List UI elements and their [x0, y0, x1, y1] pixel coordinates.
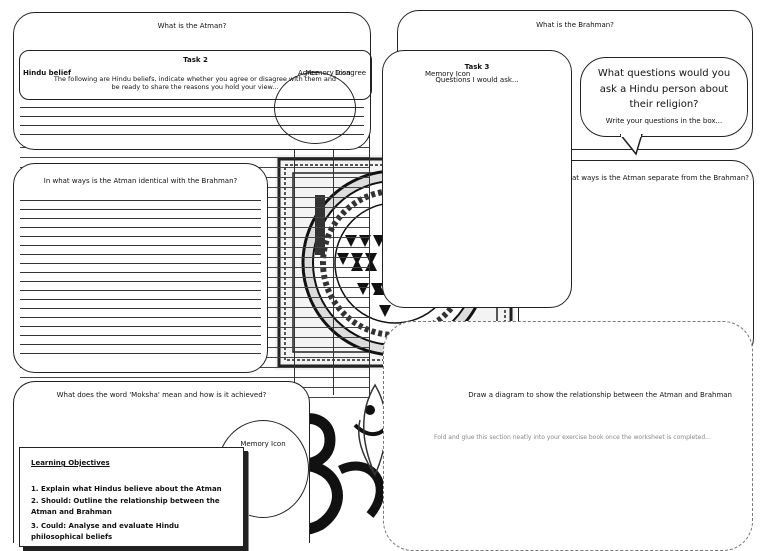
task2-title: Task 2 [183, 56, 208, 64]
learning-objective-2: 2. Should: Outline the relationship betw… [31, 497, 220, 517]
identical-box[interactable]: In what ways is the Atman identical with… [13, 163, 268, 373]
speech-bubble[interactable]: What questions would you ask a Hindu per… [580, 57, 748, 137]
memory-icon-label: Memory Icon [240, 440, 286, 448]
identical-title: In what ways is the Atman identical with… [43, 177, 238, 185]
identical-writing-lines [20, 192, 261, 362]
speech-bubble-tail [620, 134, 643, 156]
task3-title: Task 3 [464, 63, 490, 71]
learning-objectives-box: Learning Objectives 1. Explain what Hind… [19, 447, 244, 547]
task2-memory-icon-circle [274, 72, 356, 144]
task2-instructions: The following are Hindu beliefs, indicat… [53, 75, 337, 92]
task2-col-belief: Hindu belief [23, 69, 72, 77]
atman-title: What is the Atman? [157, 22, 227, 30]
learning-objectives-heading: Learning Objectives [31, 459, 110, 467]
table-column-divider [333, 60, 334, 395]
task3-memory-icon-label: Memory Icon [425, 70, 471, 78]
table-column-divider [369, 60, 370, 395]
task3-box[interactable]: Task 3 Memory Icon Questions I would ask… [382, 50, 572, 308]
moksha-title: What does the word 'Moksha' mean and how… [56, 391, 267, 399]
task3-subtitle: Questions I would ask... [435, 76, 519, 84]
table-column-divider [294, 60, 295, 395]
learning-objective-1: 1. Explain what Hindus believe about the… [31, 485, 222, 493]
diagram-title: Draw a diagram to show the relationship … [468, 391, 732, 399]
task2-col-disagree: Disagree [335, 69, 367, 77]
learning-objective-3: 3. Could: Analyse and evaluate Hindu phi… [31, 522, 180, 542]
speech-bubble-question: What questions would you ask a Hindu per… [597, 68, 731, 110]
brahman-title: What is the Brahman? [536, 21, 614, 29]
diagram-box[interactable]: Draw a diagram to show the relationship … [383, 321, 753, 551]
speech-bubble-instruction: Write your questions in the box... [605, 117, 723, 125]
diagram-note: Fold and glue this section neatly into y… [434, 434, 711, 441]
separate-title: In what ways is the Atman separate from … [553, 174, 749, 182]
